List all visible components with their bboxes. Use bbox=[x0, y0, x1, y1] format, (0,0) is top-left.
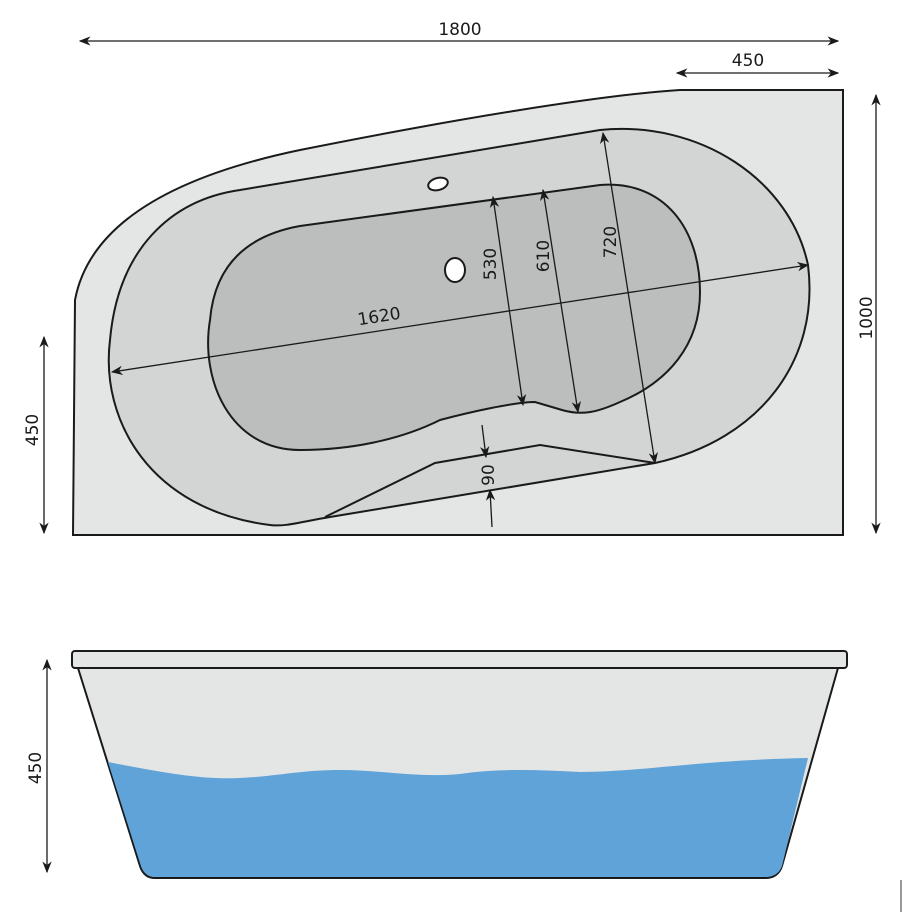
drain-hole-icon bbox=[444, 257, 466, 283]
water-fill bbox=[108, 758, 808, 877]
dim-line-720 bbox=[600, 131, 658, 465]
dim-label-450-left: 450 bbox=[23, 414, 43, 446]
dim-arrow-90-bottom bbox=[485, 488, 496, 528]
dim-line-530 bbox=[489, 195, 527, 407]
dim-line-1620 bbox=[110, 261, 810, 376]
dim-label-610: 610 bbox=[534, 240, 554, 272]
side-view: 450 bbox=[26, 650, 848, 879]
dim-label-90: 90 bbox=[479, 464, 499, 486]
dim-line-610 bbox=[540, 188, 581, 414]
dim-label-450-top: 450 bbox=[732, 51, 764, 71]
dim-label-1800: 1800 bbox=[438, 20, 481, 40]
dim-label-720: 720 bbox=[601, 226, 621, 258]
dim-label-530: 530 bbox=[481, 248, 501, 280]
top-view: 1620 530 610 720 90 1800 450 1000 450 bbox=[23, 20, 881, 536]
overflow-hole-icon bbox=[427, 176, 449, 192]
dim-label-450-side: 450 bbox=[26, 752, 46, 784]
tub-rim bbox=[71, 650, 848, 669]
dim-arrow-90-top bbox=[480, 424, 490, 459]
dim-label-1000: 1000 bbox=[857, 296, 877, 339]
